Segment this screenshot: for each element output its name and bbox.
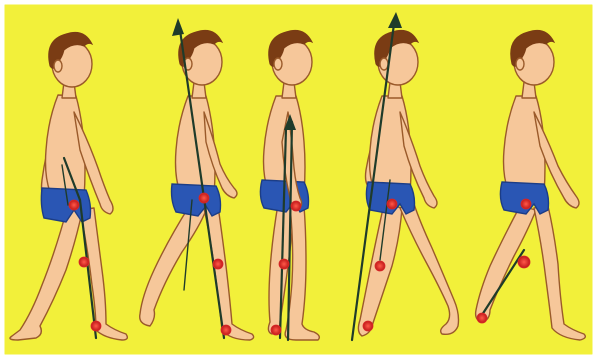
ear xyxy=(516,58,524,70)
joint-marker xyxy=(199,193,209,203)
blue-shorts xyxy=(500,182,548,214)
joint-marker xyxy=(291,201,301,211)
joint-marker xyxy=(363,321,373,331)
joint-marker xyxy=(271,325,281,335)
joint-marker xyxy=(477,313,487,323)
joint-marker xyxy=(79,257,89,267)
joint-marker xyxy=(387,199,397,209)
joint-marker xyxy=(91,321,101,331)
blue-shorts xyxy=(366,182,414,214)
ear xyxy=(380,58,388,70)
blue-shorts xyxy=(172,184,221,216)
joint-marker xyxy=(279,259,289,269)
joint-marker xyxy=(213,259,223,269)
joint-marker xyxy=(521,199,531,209)
ear xyxy=(54,60,62,72)
joint-marker xyxy=(375,261,385,271)
joint-marker xyxy=(221,325,231,335)
joint-marker xyxy=(69,200,79,210)
ear xyxy=(274,58,282,70)
joint-marker xyxy=(518,256,530,268)
